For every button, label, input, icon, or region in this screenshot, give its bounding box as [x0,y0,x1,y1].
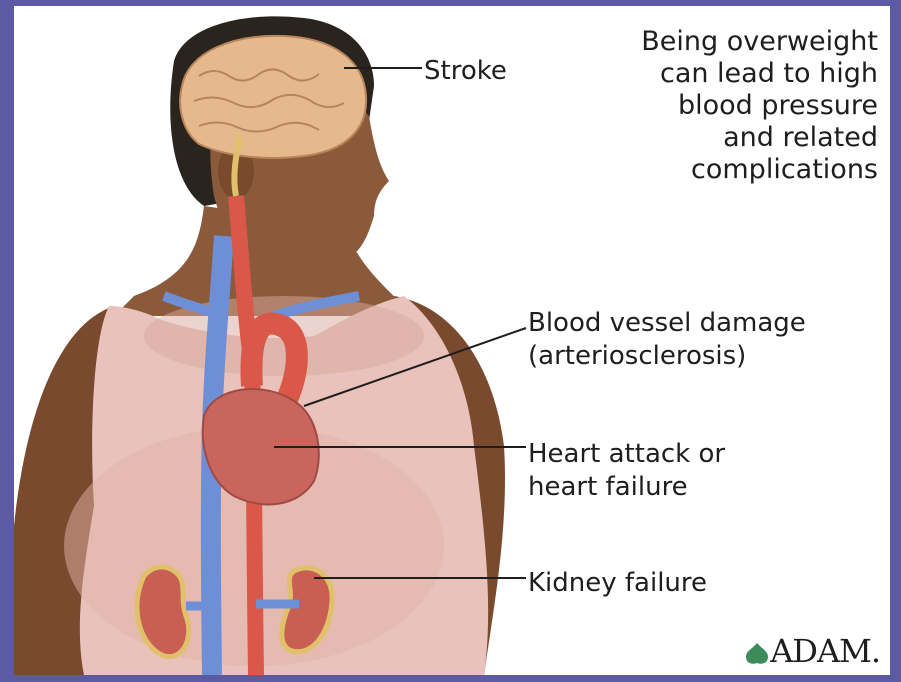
label-kidney-failure: Kidney failure [528,567,707,600]
logo-leaf-icon [744,641,770,667]
label-heart-attack: Heart attack or heart failure [528,438,725,504]
adam-logo: ADAM. [744,635,880,667]
diagram-frame: Being overweight can lead to high blood … [14,6,890,675]
label-stroke: Stroke [424,55,507,88]
diagram-caption: Being overweight can lead to high blood … [578,26,878,186]
logo-text: ADAM. [770,635,880,667]
label-blood-vessel-damage: Blood vessel damage (arteriosclerosis) [528,307,806,373]
